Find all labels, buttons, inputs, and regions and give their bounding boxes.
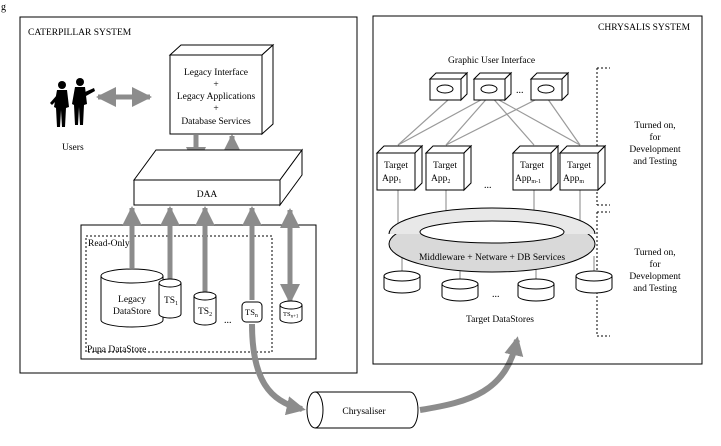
svg-text:for: for <box>649 259 661 270</box>
svg-text:Development: Development <box>629 272 681 282</box>
ts1-sub: 1 <box>175 301 178 307</box>
svg-text:App2: App2 <box>431 174 450 185</box>
ts2-sub: 2 <box>209 312 212 318</box>
svg-text:Turned on,: Turned on, <box>634 248 675 258</box>
tsn-store: TSn <box>241 301 263 323</box>
gui-label: Graphic User Interface <box>448 55 535 66</box>
target-app-m: Target Appm <box>558 144 607 192</box>
legacy-plus2: + <box>213 104 218 114</box>
ts1-store: TS1 <box>158 278 182 319</box>
read-only-region <box>85 235 273 353</box>
svg-text:Target: Target <box>520 161 544 171</box>
pupa-label: Pupa DataStore <box>87 345 146 355</box>
chrysaliser-label: Chrysaliser <box>342 407 386 417</box>
svg-text:Target: Target <box>384 161 408 171</box>
users-label: Users <box>62 143 84 153</box>
target-app-2: Target App2 <box>424 144 473 192</box>
target-datastore-4 <box>575 270 613 294</box>
legacy-line3: Database Services <box>181 117 251 127</box>
svg-text:TS2: TS2 <box>198 307 212 318</box>
target-datastore-1 <box>383 270 421 294</box>
chrysaliser: Chrysaliser <box>306 391 419 429</box>
ts2-base: TS <box>198 307 209 317</box>
stores-ellipsis: ... <box>492 289 500 300</box>
legacy-datastore: Legacy DataStore <box>100 268 164 328</box>
chrysalis-panel: CHRYSALIS SYSTEM Graphic User Interface … <box>372 15 703 365</box>
svg-text:Target: Target <box>433 161 457 171</box>
ts1-base: TS <box>164 296 175 306</box>
apps-ellipsis: ... <box>484 180 492 191</box>
middleware-label: Middleware + Netware + DB Services <box>419 253 565 263</box>
legacy-box: Legacy Interface + Legacy Applications +… <box>168 43 275 136</box>
svg-text:Development: Development <box>629 145 681 155</box>
gui-app-connections <box>397 94 581 146</box>
target-app-m-1: Target Appm-1 <box>511 144 560 192</box>
figure-label: g <box>1 2 6 13</box>
legacy-datastore-line1: Legacy <box>118 295 146 305</box>
chrysalis-title: CHRYSALIS SYSTEM <box>598 23 691 33</box>
legacy-datastore-line2: DataStore <box>113 307 151 317</box>
tsn1-sub: n+1 <box>291 315 299 320</box>
tsn-base: TS <box>245 307 255 317</box>
caterpillar-panel: CATERPILLAR SYSTEM Users Legacy Interfac… <box>19 16 358 374</box>
svg-text:TSn: TSn <box>245 307 258 319</box>
svg-text:Appm-1: Appm-1 <box>515 174 541 185</box>
legacy-line1: Legacy Interface <box>184 67 248 78</box>
daa-label: DAA <box>197 190 218 200</box>
target-app-1: Target App1 <box>375 144 424 192</box>
target-datastore-2 <box>441 278 479 302</box>
svg-text:TSn+1: TSn+1 <box>283 311 299 320</box>
svg-text:and Testing: and Testing <box>633 284 677 294</box>
gui-box-2 <box>472 71 513 102</box>
tsn1-base: TS <box>283 311 291 318</box>
note-bottom: Turned on, for Development and Testing <box>629 248 681 294</box>
ts2-store: TS2 <box>193 291 217 326</box>
svg-text:Target: Target <box>567 161 591 171</box>
svg-text:for: for <box>649 132 661 143</box>
daa-box: DAA <box>133 148 303 207</box>
svg-text:Appm: Appm <box>563 174 584 185</box>
users-icon <box>50 78 95 127</box>
caterpillar-title: CATERPILLAR SYSTEM <box>28 28 132 38</box>
gui-box-3 <box>529 71 570 102</box>
svg-text:TS1: TS1 <box>164 296 178 307</box>
ts-ellipsis: ... <box>224 315 232 326</box>
tsn-to-chrysaliser-arrow <box>249 323 306 416</box>
legacy-plus1: + <box>213 80 218 90</box>
middleware-ring: Middleware + Netware + DB Services <box>388 207 596 273</box>
target-datastores-label: Target DataStores <box>466 315 534 325</box>
chrysaliser-to-chrysalis-arrow <box>419 336 524 413</box>
svg-text:App1: App1 <box>382 174 401 185</box>
read-only-label: Read-Only <box>88 239 130 249</box>
tsn1-store: TSn+1 <box>279 300 303 324</box>
gui-ellipsis: ... <box>516 85 524 96</box>
note-top: Turned on, for Development and Testing <box>629 121 681 167</box>
svg-text:Turned on,: Turned on, <box>634 121 675 131</box>
tsn-sub: n <box>255 313 258 319</box>
legacy-line2: Legacy Applications <box>177 92 256 102</box>
gui-box-1 <box>428 71 469 102</box>
svg-text:and Testing: and Testing <box>633 157 677 167</box>
target-datastore-3 <box>517 278 555 302</box>
